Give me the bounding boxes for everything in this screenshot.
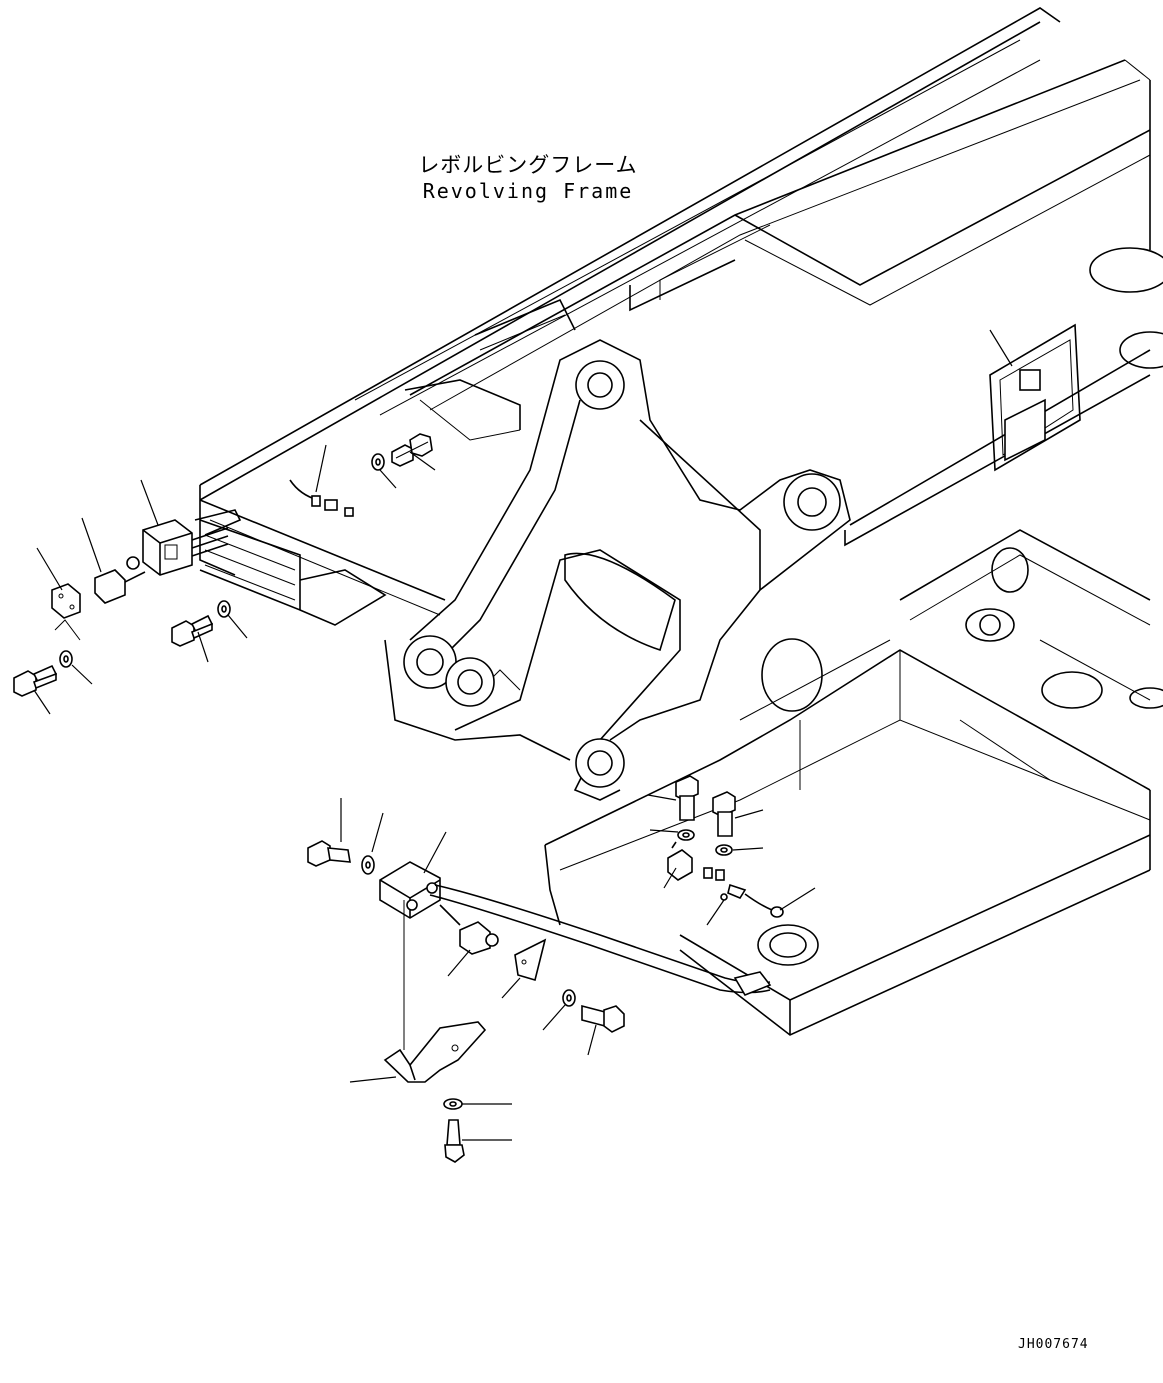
limit-switch-lower [439,904,499,955]
assembly-line-left [54,619,81,641]
plate-small-lower [514,938,547,982]
washer-right-b [715,844,733,856]
frame-label: レボルビングフレーム Revolving Frame [408,152,648,204]
bolt-right-a [675,775,699,821]
washer-lower-right [562,989,576,1007]
washer-lower-center [361,855,375,875]
revolving-frame [199,7,1151,1036]
washer-upper [371,453,385,471]
step-assembly [194,509,387,626]
bolt-upper [391,433,433,467]
bolt-right-b [712,791,736,837]
frame-label-english: Revolving Frame [422,179,634,203]
drawing-number: JH007674 [1018,1337,1089,1352]
frame-label-japanese: レボルビングフレーム [418,153,638,177]
connector-right [703,867,784,918]
bolt-lower-right [581,1004,625,1033]
hanger-bracket-left [142,519,229,576]
boom-foot-brackets [403,247,1163,966]
washer-lower-left [59,650,73,668]
harness-upper [289,479,354,517]
bolt-lower-center [307,840,351,867]
mounting-plate-left [51,583,81,619]
clamp-right [667,841,693,881]
washer-right-a [677,829,695,841]
limit-switch-left [94,556,146,604]
bolt-bottom [444,1119,465,1163]
bolt-mid-left [171,614,214,647]
leader-lines [33,329,1013,1141]
washer-mid-left [217,600,231,618]
switch-holder-bracket [379,861,441,919]
foot-bracket [383,1021,487,1083]
side-bracket-plate [989,323,1081,472]
bolt-lower-left [13,664,58,697]
washer-bottom [443,1098,463,1110]
